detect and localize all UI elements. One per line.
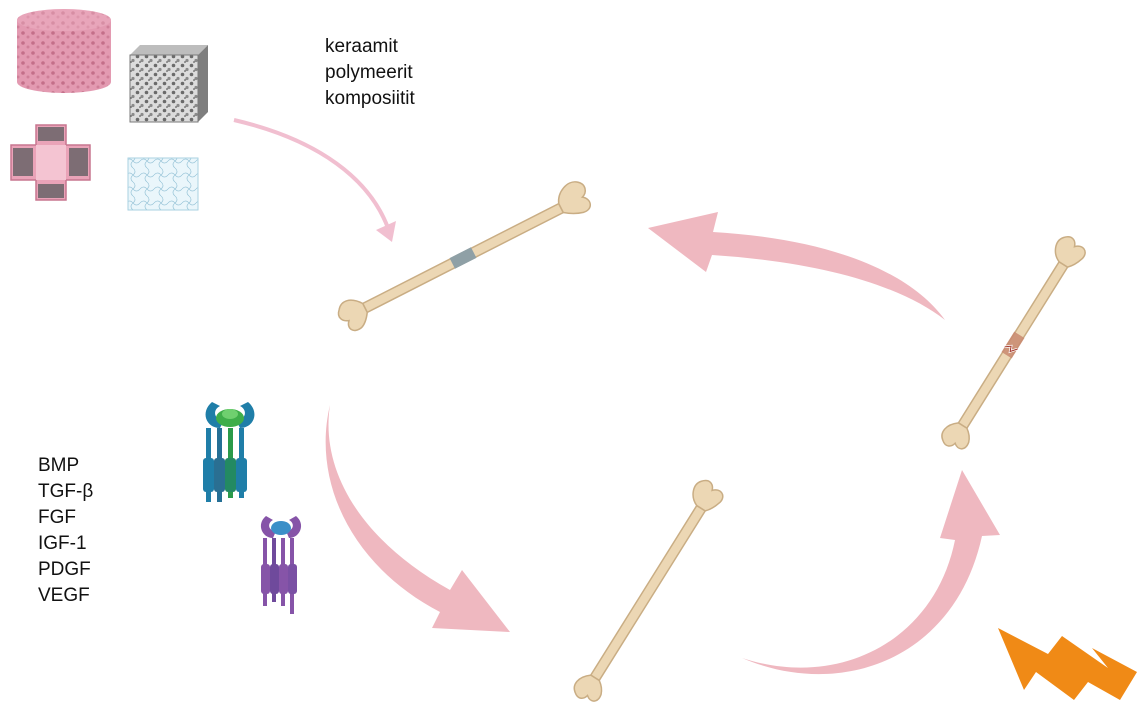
factor-fgf: FGF — [38, 505, 93, 531]
factor-tgf-beta: TGF-β — [38, 479, 93, 505]
fractured-bone — [935, 233, 1090, 455]
hydrogel-mesh-scaffold — [128, 158, 198, 210]
factor-pdgf: PDGF — [38, 557, 93, 583]
receptor-complex-purple — [261, 516, 301, 614]
porous-cylinder-scaffold — [17, 9, 111, 93]
receptor-complex-blue-green — [203, 402, 254, 502]
factor-vegf: VEGF — [38, 583, 93, 609]
cross-shaped-scaffold — [11, 125, 90, 200]
factor-bmp: BMP — [38, 453, 93, 479]
healed-bone — [568, 476, 728, 704]
scaffold-to-graft-arrow — [234, 120, 396, 242]
material-ceramics: keraamit — [325, 34, 415, 60]
lightning-bolt-icon — [998, 628, 1137, 700]
healing-to-fracture-arrow — [742, 470, 1000, 674]
scaffold-materials-list: keraamit polymeerit komposiitit — [325, 34, 415, 112]
material-polymers: polymeerit — [325, 60, 415, 86]
porous-cube-scaffold — [130, 45, 208, 122]
growth-factors-list: BMP TGF-β FGF IGF-1 PDGF VEGF — [38, 453, 93, 609]
material-composites: komposiitit — [325, 86, 415, 112]
graft-to-healing-arrow — [326, 405, 510, 632]
factor-igf-1: IGF-1 — [38, 531, 93, 557]
fracture-to-graft-arrow — [648, 212, 945, 320]
